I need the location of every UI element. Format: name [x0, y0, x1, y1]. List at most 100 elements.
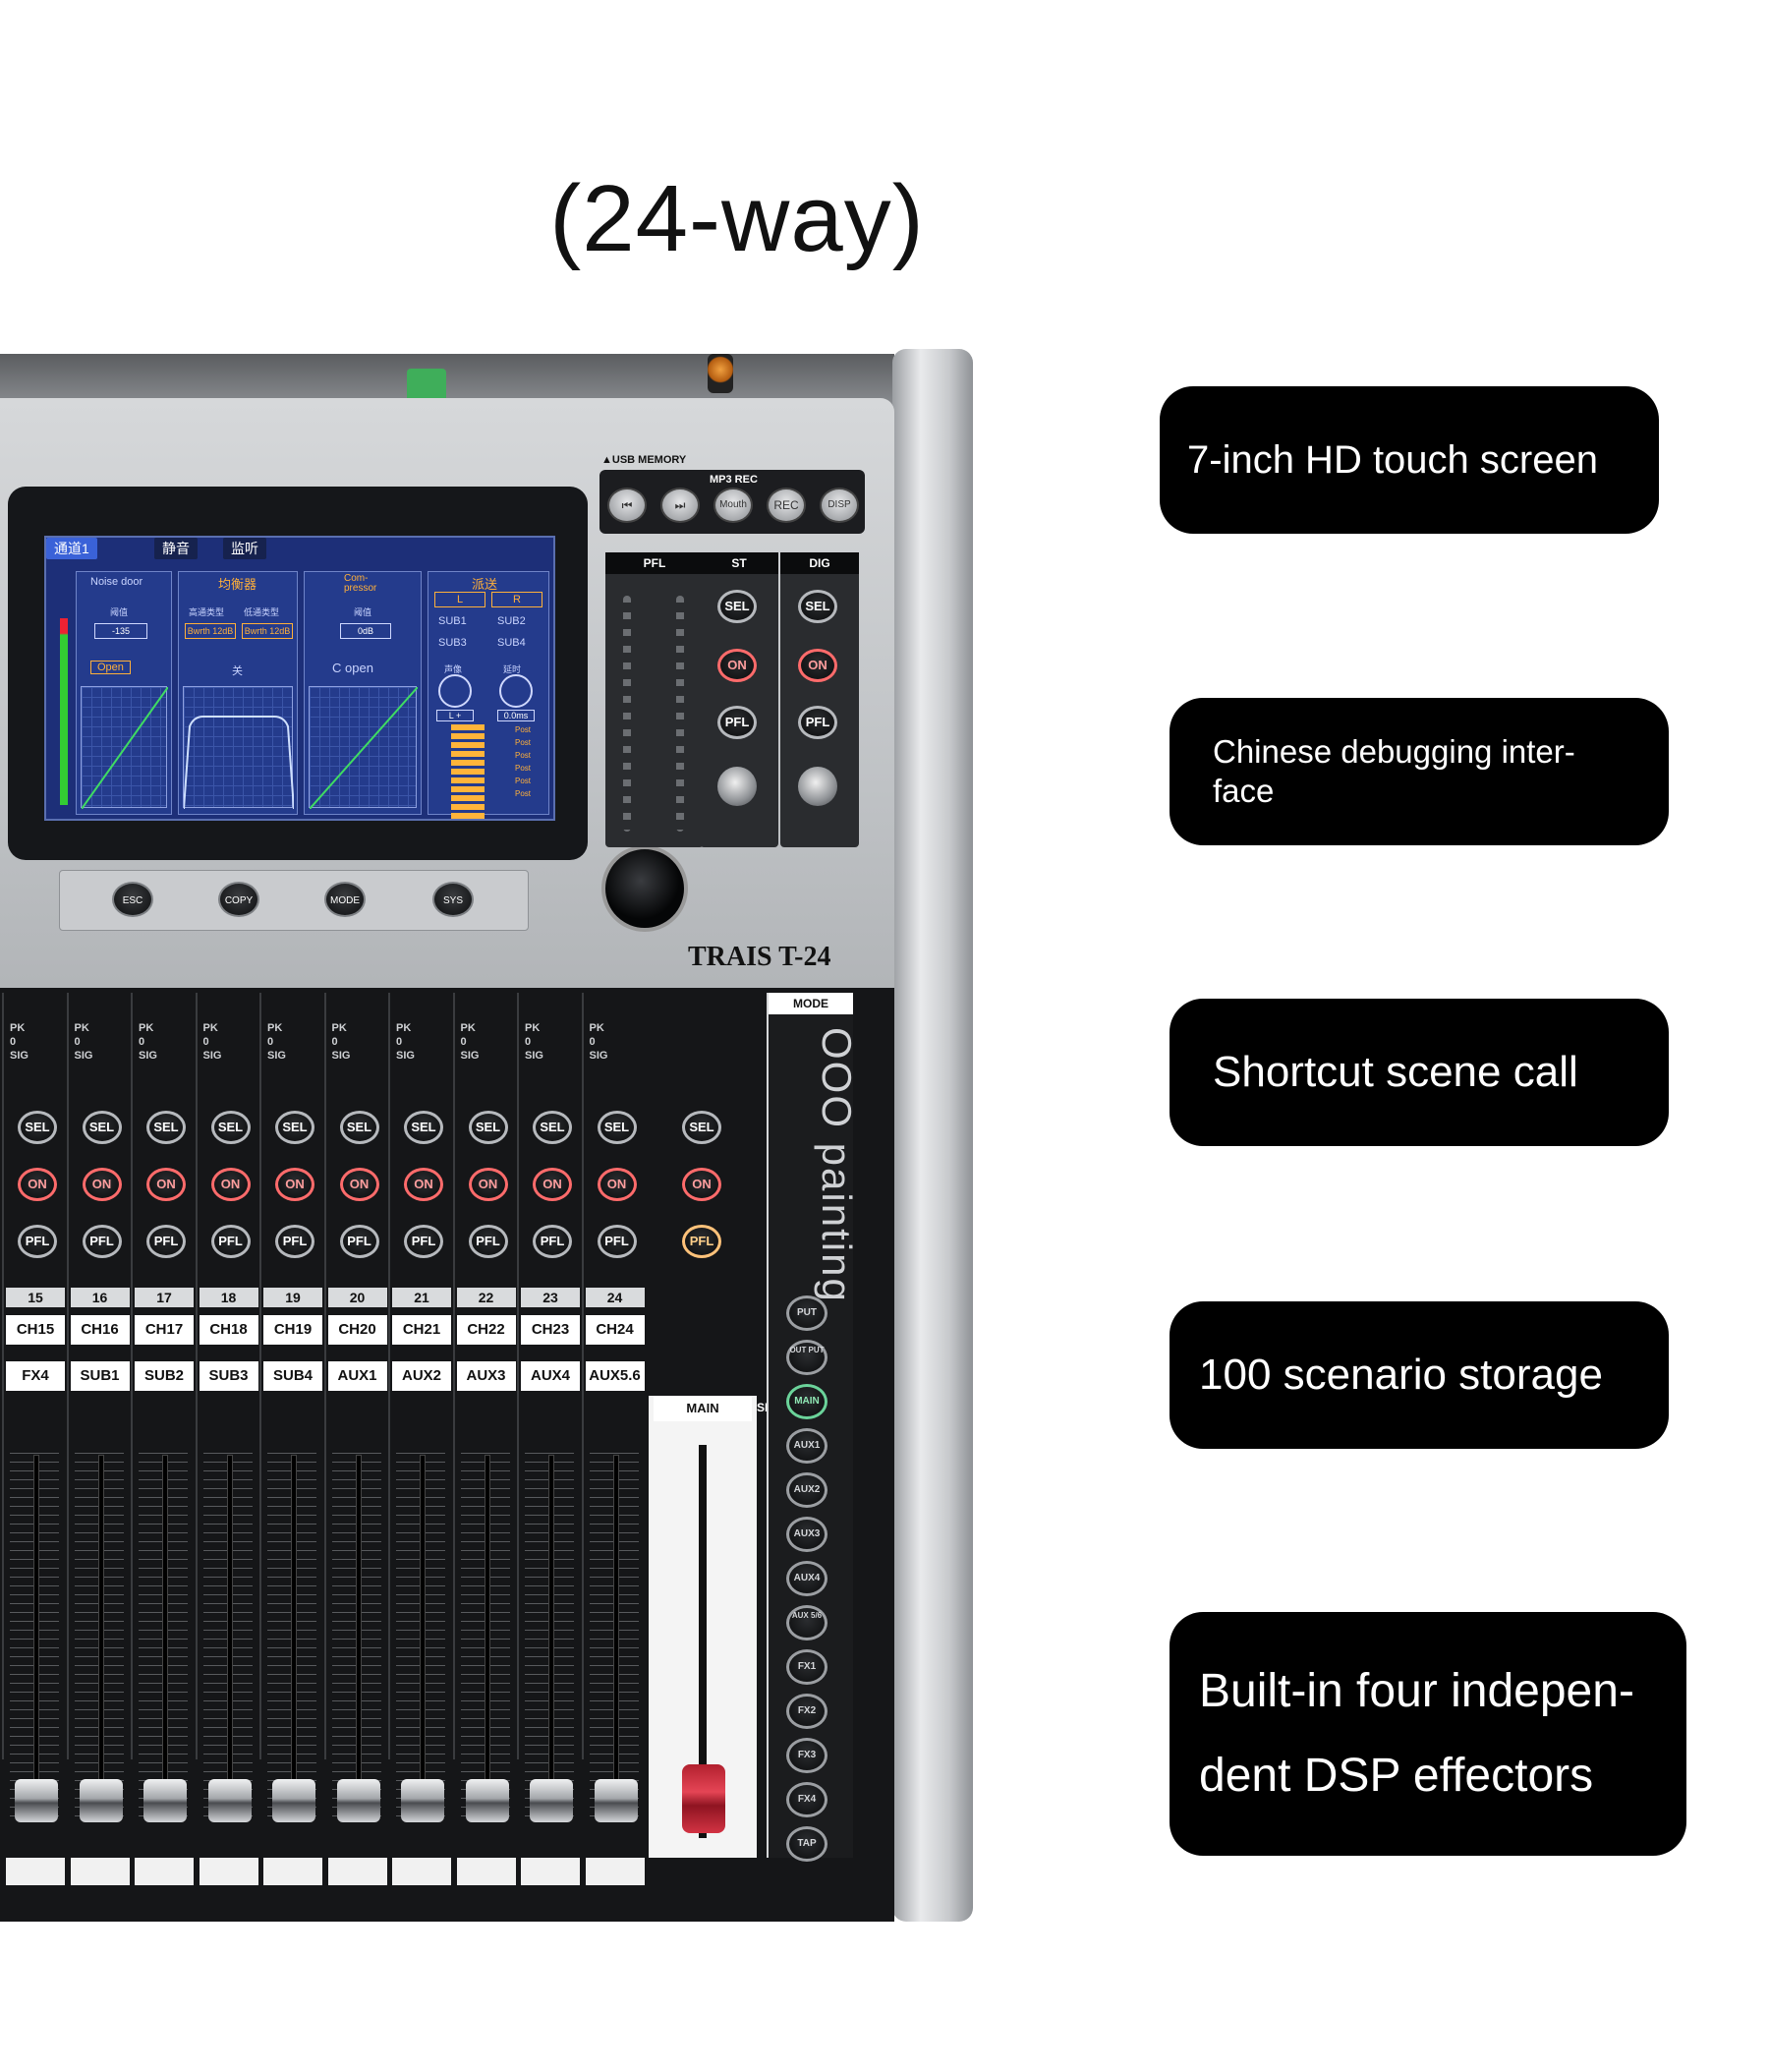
- ch22-pfl-button[interactable]: PFL: [468, 1225, 508, 1258]
- route-sub3-button[interactable]: SUB3: [438, 637, 467, 649]
- jog-wheel[interactable]: [601, 845, 688, 932]
- scribble-strip: [585, 1858, 645, 1885]
- transport-button-2[interactable]: Mouth: [713, 488, 753, 523]
- ch17-fader-cap[interactable]: [143, 1779, 187, 1822]
- transport-button-3[interactable]: REC: [767, 488, 806, 523]
- threshold-value[interactable]: -135: [94, 623, 147, 639]
- ch20-pfl-button[interactable]: PFL: [339, 1225, 379, 1258]
- mode-key-fx3[interactable]: FX3: [786, 1738, 827, 1773]
- master-pfl-button[interactable]: PFL: [682, 1225, 721, 1258]
- ch24-pfl-button[interactable]: PFL: [597, 1225, 637, 1258]
- ch17-sel-button[interactable]: SEL: [146, 1111, 186, 1144]
- st-gain-knob[interactable]: [717, 767, 757, 806]
- ch23-pfl-button[interactable]: PFL: [533, 1225, 572, 1258]
- mode-button[interactable]: MODE: [324, 882, 366, 917]
- ch22-fader-cap[interactable]: [465, 1779, 509, 1822]
- hp-type-value[interactable]: Bwrth 12dB: [185, 623, 236, 639]
- comp-threshold-value[interactable]: 0dB: [340, 623, 391, 639]
- mode-key-aux4[interactable]: AUX4: [786, 1561, 827, 1596]
- mode-key-put[interactable]: PUT: [786, 1295, 827, 1331]
- ch21-fader-cap[interactable]: [401, 1779, 444, 1822]
- route-sub4-button[interactable]: SUB4: [497, 637, 526, 649]
- touch-screen[interactable]: 通道1 静音 监听 Noise door 阈值 -135 Open 均衡器 高通…: [44, 536, 555, 821]
- ch19-fader-cap[interactable]: [272, 1779, 315, 1822]
- dig-sel-button[interactable]: SEL: [798, 590, 837, 623]
- screen-tab-monitor[interactable]: 监听: [223, 538, 266, 559]
- mode-key-tap[interactable]: TAP: [786, 1826, 827, 1862]
- ch16-sel-button[interactable]: SEL: [82, 1111, 122, 1144]
- ch24-fader-cap[interactable]: [594, 1779, 638, 1822]
- ch18-pfl-button[interactable]: PFL: [210, 1225, 251, 1258]
- mode-key-fx2[interactable]: FX2: [786, 1694, 827, 1729]
- ch18-on-button[interactable]: ON: [210, 1168, 251, 1201]
- st-pfl-button[interactable]: PFL: [717, 706, 757, 739]
- screen-tab-channel[interactable]: 通道1: [46, 538, 97, 559]
- ch24-sel-button[interactable]: SEL: [597, 1111, 637, 1144]
- lp-type-value[interactable]: Bwrth 12dB: [242, 623, 293, 639]
- esc-button[interactable]: ESC: [112, 882, 153, 917]
- copy-button[interactable]: COPY: [218, 882, 259, 917]
- route-sub2-button[interactable]: SUB2: [497, 615, 526, 627]
- ch16-pfl-button[interactable]: PFL: [82, 1225, 122, 1258]
- ch23-sel-button[interactable]: SEL: [533, 1111, 572, 1144]
- dig-gain-knob[interactable]: [798, 767, 837, 806]
- strip-divider: [452, 993, 455, 1759]
- ch15-on-button[interactable]: ON: [18, 1168, 57, 1201]
- dig-pfl-button[interactable]: PFL: [798, 706, 837, 739]
- ch18-fader-cap[interactable]: [207, 1779, 252, 1822]
- mode-key-aux2[interactable]: AUX2: [786, 1472, 827, 1508]
- ch17-on-button[interactable]: ON: [146, 1168, 186, 1201]
- ch23-on-button[interactable]: ON: [533, 1168, 572, 1201]
- mode-key-fx4[interactable]: FX4: [786, 1782, 827, 1817]
- ch19-on-button[interactable]: ON: [275, 1168, 314, 1201]
- ch21-on-button[interactable]: ON: [404, 1168, 443, 1201]
- sys-button[interactable]: SYS: [432, 882, 474, 917]
- route-l-button[interactable]: L: [434, 592, 485, 607]
- mode-key-aux-5-6[interactable]: AUX 5/6: [786, 1605, 827, 1640]
- ch21-sel-button[interactable]: SEL: [404, 1111, 443, 1144]
- main-fader-cap[interactable]: [682, 1764, 725, 1833]
- dig-on-button[interactable]: ON: [798, 649, 837, 682]
- eq-off-toggle[interactable]: 关: [232, 665, 243, 677]
- led-label: PK: [331, 1022, 347, 1034]
- transport-button-4[interactable]: DISP: [820, 488, 859, 523]
- ch19-sel-button[interactable]: SEL: [275, 1111, 314, 1144]
- ch17-pfl-button[interactable]: PFL: [146, 1225, 186, 1258]
- mode-key-aux1[interactable]: AUX1: [786, 1428, 827, 1464]
- ch16-on-button[interactable]: ON: [82, 1168, 122, 1201]
- screen-tab-mute[interactable]: 静音: [154, 538, 198, 559]
- comp-open-toggle[interactable]: C open: [332, 661, 373, 675]
- master-on-button[interactable]: ON: [682, 1168, 721, 1201]
- mode-key-aux3[interactable]: AUX3: [786, 1517, 827, 1552]
- st-sel-button[interactable]: SEL: [717, 590, 757, 623]
- channel-bus: AUX5.6: [585, 1361, 645, 1391]
- ch23-fader-cap[interactable]: [530, 1779, 573, 1822]
- transport-button-1[interactable]: ⏭: [660, 488, 700, 523]
- mode-key-fx1[interactable]: FX1: [786, 1649, 827, 1685]
- channel-number: 21: [392, 1288, 451, 1307]
- transport-button-0[interactable]: ⏮: [607, 488, 647, 523]
- ch20-fader-cap[interactable]: [336, 1779, 380, 1822]
- ch22-sel-button[interactable]: SEL: [468, 1111, 508, 1144]
- ch15-fader-cap[interactable]: [15, 1779, 58, 1822]
- ch15-pfl-button[interactable]: PFL: [18, 1225, 57, 1258]
- mode-key-main[interactable]: MAIN: [786, 1384, 827, 1419]
- channel-name: CH20: [327, 1315, 387, 1345]
- ch20-sel-button[interactable]: SEL: [339, 1111, 379, 1144]
- ch16-fader-cap[interactable]: [79, 1779, 123, 1822]
- ch24-on-button[interactable]: ON: [597, 1168, 637, 1201]
- ch18-sel-button[interactable]: SEL: [210, 1111, 251, 1144]
- ch21-pfl-button[interactable]: PFL: [404, 1225, 443, 1258]
- gate-open-toggle[interactable]: Open: [90, 661, 131, 674]
- st-on-button[interactable]: ON: [717, 649, 757, 682]
- master-sel-button[interactable]: SEL: [682, 1111, 721, 1144]
- route-r-button[interactable]: R: [491, 592, 542, 607]
- route-sub1-button[interactable]: SUB1: [438, 615, 467, 627]
- mode-key-out-put[interactable]: OUT PUT: [786, 1340, 827, 1375]
- delay-knob[interactable]: [499, 674, 533, 708]
- ch22-on-button[interactable]: ON: [468, 1168, 508, 1201]
- pan-knob[interactable]: [438, 674, 472, 708]
- ch20-on-button[interactable]: ON: [339, 1168, 379, 1201]
- ch19-pfl-button[interactable]: PFL: [275, 1225, 314, 1258]
- ch15-sel-button[interactable]: SEL: [18, 1111, 57, 1144]
